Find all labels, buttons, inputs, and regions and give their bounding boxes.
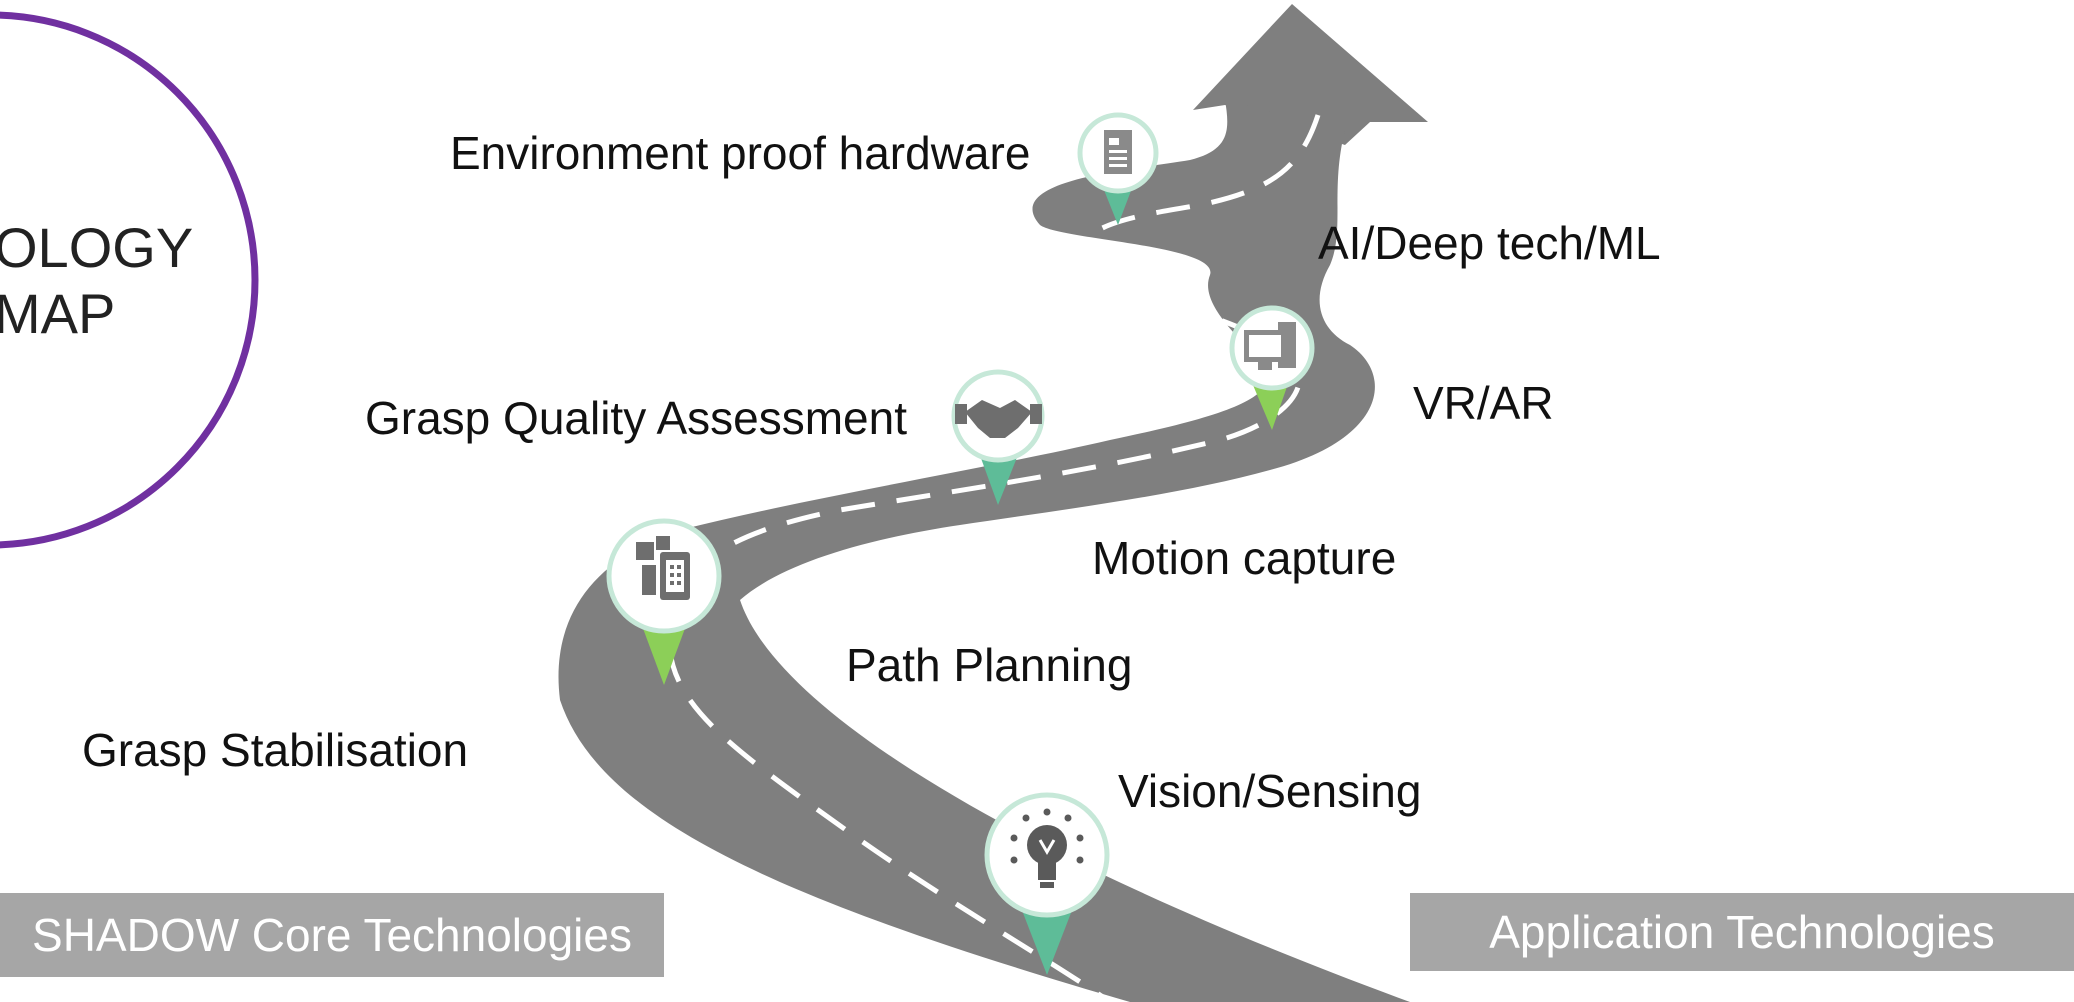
document-icon bbox=[1104, 130, 1132, 174]
box-application-technologies: Application Technologies bbox=[1410, 893, 2074, 971]
title-circle bbox=[0, 11, 259, 549]
label-motion-capture: Motion capture bbox=[1092, 532, 1397, 584]
circle-title-line1: OLOGY bbox=[0, 216, 194, 279]
handshake-icon bbox=[955, 400, 1042, 438]
lightbulb-icon bbox=[1010, 808, 1084, 888]
pin-document bbox=[1077, 112, 1159, 225]
circle-title-line2: MAP bbox=[0, 282, 116, 345]
label-grasp-stabilisation: Grasp Stabilisation bbox=[82, 724, 469, 776]
pin-lightbulb bbox=[984, 792, 1110, 975]
label-path-planning: Path Planning bbox=[846, 639, 1133, 691]
road-center-line bbox=[666, 114, 1321, 1002]
label-ai-deep-tech-ml: AI/Deep tech/ML bbox=[1318, 217, 1661, 269]
box-shadow-core-technologies: SHADOW Core Technologies bbox=[0, 893, 664, 977]
label-environment-proof-hardware: Environment proof hardware bbox=[450, 127, 1031, 179]
circle-title: OLOGY MAP bbox=[0, 215, 193, 347]
label-vision-sensing: Vision/Sensing bbox=[1118, 765, 1422, 817]
pin-computer bbox=[1229, 305, 1315, 430]
computer-icon bbox=[1244, 322, 1296, 370]
devices-icon bbox=[636, 536, 690, 600]
label-grasp-quality-assessment: Grasp Quality Assessment bbox=[365, 392, 907, 444]
pin-devices bbox=[606, 518, 722, 685]
label-vr-ar: VR/AR bbox=[1413, 377, 1554, 429]
road bbox=[558, 100, 1410, 1002]
pin-handshake bbox=[951, 369, 1045, 505]
